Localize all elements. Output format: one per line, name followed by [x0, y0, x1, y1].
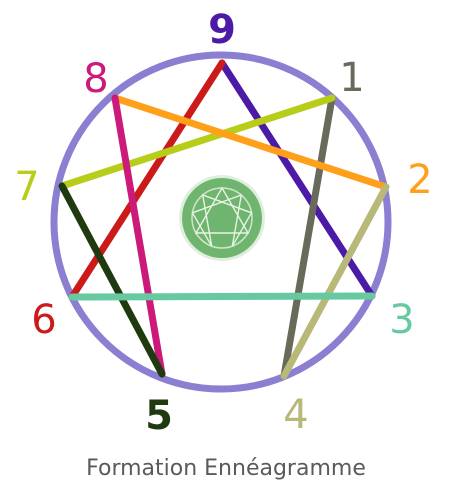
point-label-9: 9 — [208, 7, 236, 53]
point-label-4: 4 — [283, 392, 308, 438]
line-1-7 — [58, 94, 336, 190]
line-8-2 — [111, 94, 390, 191]
point-label-7: 7 — [14, 164, 39, 210]
line-1-4 — [280, 94, 336, 380]
point-labels: 1 2 3 4 5 6 7 8 9 — [14, 7, 432, 439]
connection-lines — [58, 59, 390, 380]
point-label-6: 6 — [31, 297, 56, 343]
line-7-5 — [58, 182, 166, 378]
point-label-8: 8 — [83, 56, 108, 102]
line-8-5 — [111, 94, 166, 378]
point-label-5: 5 — [145, 393, 173, 439]
point-label-3: 3 — [389, 297, 414, 343]
line-2-4 — [280, 183, 390, 380]
enneagram-logo-icon — [179, 175, 265, 261]
point-label-1: 1 — [339, 55, 364, 101]
enneagram-circle — [50, 51, 392, 393]
line-6-3 — [68, 292, 376, 301]
caption-text: Formation Ennéagramme — [86, 456, 366, 481]
point-label-2: 2 — [407, 157, 432, 203]
